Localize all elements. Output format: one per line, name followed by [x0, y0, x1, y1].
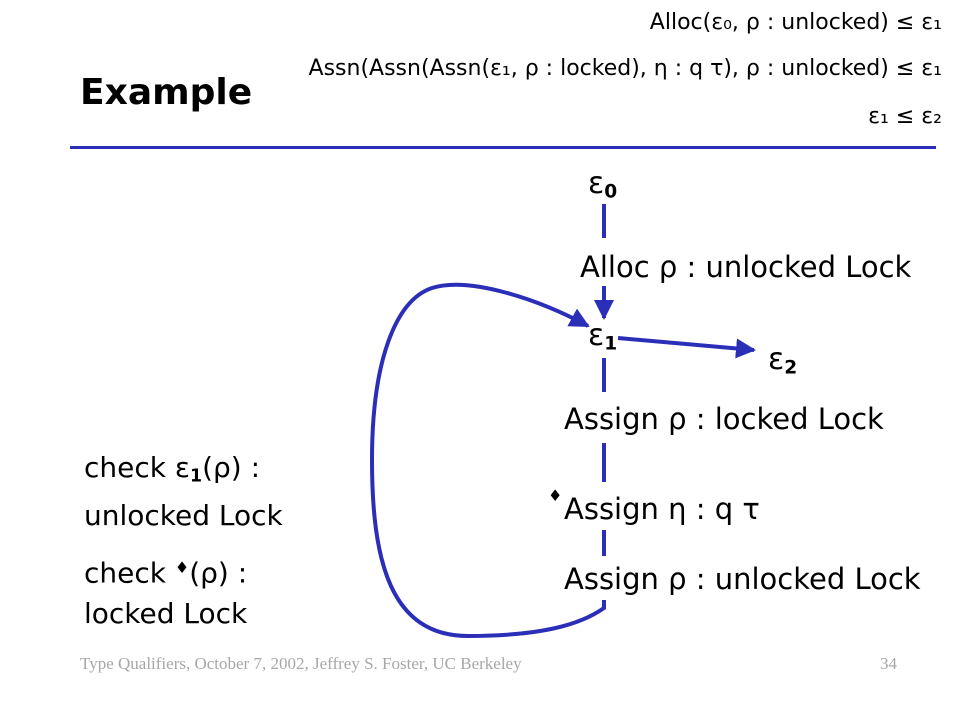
check-e1-note: check ε1(ρ) : unlocked Lock — [84, 451, 283, 533]
node-e2: ε2 — [768, 342, 798, 379]
footer-citation: Type Qualifiers, October 7, 2002, Jeffre… — [80, 654, 522, 673]
slide-title: Example — [80, 72, 253, 113]
stmt-alloc-unlocked: Alloc ρ : unlocked Lock — [580, 250, 912, 284]
constraint-alloc: Alloc(ε₀, ρ : unlocked) ≤ ε₁ — [649, 10, 942, 35]
stmt-assign-eta: Assign η : q τ — [564, 492, 760, 526]
constraint-e1-e2: ε₁ ≤ ε₂ — [868, 104, 942, 129]
diamond-marker: ♦ — [548, 486, 563, 505]
stmt-assign-unlocked: Assign ρ : unlocked Lock — [564, 562, 921, 596]
page-number: 34 — [880, 654, 897, 673]
node-e0: ε0 — [588, 166, 618, 203]
check-diamond-note: check ♦(ρ) : locked Lock — [84, 556, 248, 630]
constraint-assn: Assn(Assn(Assn(ε₁, ρ : locked), η : q τ)… — [308, 56, 942, 81]
title-rule — [70, 146, 936, 149]
stmt-assign-locked: Assign ρ : locked Lock — [564, 402, 884, 436]
node-e1: ε1 — [588, 318, 618, 355]
loop-edge-back-to-e1 — [369, 282, 606, 639]
edge-e1-e2 — [617, 336, 756, 359]
